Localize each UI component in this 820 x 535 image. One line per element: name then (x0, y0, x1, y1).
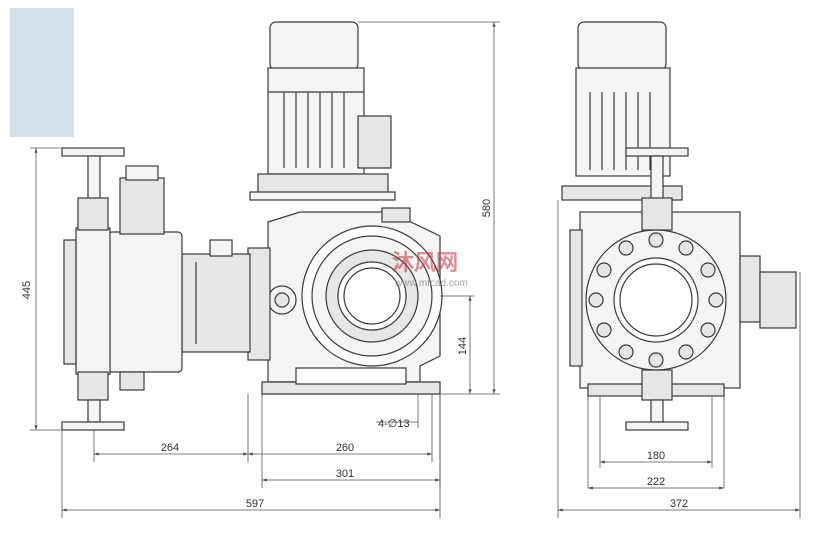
front-view (61, 21, 443, 431)
dim-264: 264 (161, 442, 179, 454)
watermark-logo: 沐风网 (392, 251, 458, 276)
side-upper-valve (625, 147, 689, 231)
dim-144: 144 (457, 337, 469, 355)
front-lower-valve (61, 371, 125, 431)
dim-597: 597 (246, 498, 264, 510)
side-motor (561, 21, 683, 201)
front-upper-valve (61, 147, 125, 231)
side-lower-valve (625, 369, 689, 431)
watermark-url: www.mfcad.com (394, 278, 468, 289)
dim-372: 372 (670, 498, 688, 510)
dim-260: 260 (336, 442, 354, 454)
dim-180: 180 (647, 450, 665, 462)
front-pump-head (63, 165, 183, 391)
side-flange (585, 229, 727, 371)
dimension-lines (30, 21, 801, 518)
dimension-labels: 264 260 301 597 4-∅13 445 580 144 180 22… (21, 199, 688, 510)
front-gearbox (247, 207, 443, 395)
side-view (561, 21, 797, 431)
front-drive-housing (181, 239, 251, 353)
corner-color-block (10, 8, 74, 137)
dim-445: 445 (21, 281, 33, 299)
dim-bolt-holes: 4-∅13 (378, 418, 410, 430)
dim-301: 301 (336, 468, 354, 480)
dim-222: 222 (647, 476, 665, 488)
watermark: 沐风网 www.mfcad.com (392, 251, 468, 289)
dim-580: 580 (481, 199, 493, 217)
front-motor (249, 21, 396, 201)
